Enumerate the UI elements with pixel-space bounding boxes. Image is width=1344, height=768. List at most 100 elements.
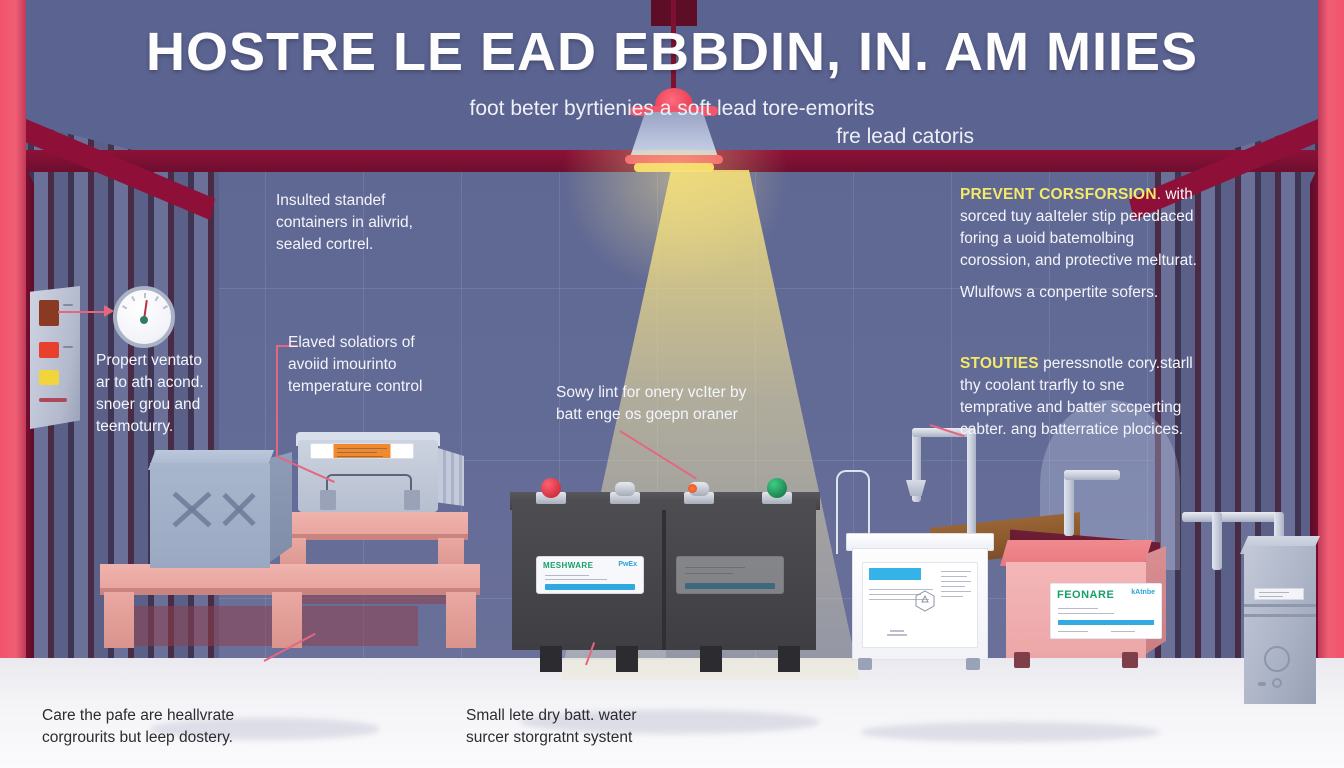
wall-grid-line xyxy=(559,168,560,688)
neutral-terminal-1-cap-icon xyxy=(615,482,635,496)
battery-label-title: MESHWARE xyxy=(543,561,594,570)
caption-center-line-1: Small lete dry batt. water xyxy=(466,707,637,724)
utility-cabinet xyxy=(1244,546,1316,704)
blue-crate xyxy=(150,463,270,568)
battery-foot xyxy=(404,490,420,510)
container-foot xyxy=(858,658,872,670)
bank-foot xyxy=(616,646,638,672)
lamp-glow-ring xyxy=(634,163,714,172)
bank-foot xyxy=(540,646,562,672)
corrosion-line-4: corossion, and protective melturat. xyxy=(960,252,1197,269)
ventilation-line-4: teemoturry. xyxy=(96,418,174,435)
wall-grid-line xyxy=(265,168,266,688)
corrosion-highlight: PREVENT CORSFORSION xyxy=(960,186,1157,203)
ventilation-line-1: Propert ventato xyxy=(96,352,202,369)
stouties-line-3: temprative and batter sccperting xyxy=(960,399,1182,416)
center-line-2: batt enge os goepn oraner xyxy=(556,406,738,423)
panel-marking xyxy=(63,304,73,306)
cabinet-label xyxy=(1254,588,1304,600)
overhead-pipe xyxy=(1182,512,1278,522)
corrosion-line-2: sorced tuy aaIteler stip peredaced xyxy=(960,208,1194,225)
warning-triangle-icon xyxy=(887,630,907,636)
insulated-containers-note: Insulted standef containers in alivrid, … xyxy=(276,190,496,256)
cabinet-marking xyxy=(1258,682,1266,686)
pink-crate-label-brand: kAtnbe xyxy=(1131,589,1155,596)
container-foot xyxy=(966,658,980,670)
positive-terminal-cap-icon xyxy=(541,478,561,498)
lamp-top-ring xyxy=(630,106,718,116)
lamp-shade xyxy=(629,112,719,160)
panel-marking xyxy=(63,346,73,348)
corrosion-line-3: foring a uoid batemolbing xyxy=(960,230,1135,247)
wall-pipe-elbow xyxy=(1064,470,1120,480)
pink-crate-lid xyxy=(1000,540,1152,566)
control-panel[interactable] xyxy=(30,286,80,429)
subtitle-line-1: foot beter byrtienies a soft lead tore-e… xyxy=(469,97,875,120)
elevated-line-3: temperature control xyxy=(288,378,423,395)
faucet-head-icon xyxy=(906,480,926,496)
blue-crate-side xyxy=(270,452,292,562)
wall-pipe xyxy=(1064,470,1074,536)
battery-label-brand: PwEx xyxy=(618,561,637,568)
stouties-line-4: cabter. ang batterratice plocices. xyxy=(960,421,1184,438)
storage-practices-note: STOUTIES peressnotle cory.starll thy coo… xyxy=(960,353,1280,441)
bank-foot xyxy=(778,646,800,672)
led-red-icon xyxy=(39,342,59,358)
pressure-gauge xyxy=(113,286,175,348)
proper-ventilation-note: Propert ventato ar to ath acond. snoer g… xyxy=(96,350,296,438)
corrosion-line-1: . with xyxy=(1156,186,1193,203)
elevated-line-2: avoiid imourinto xyxy=(288,356,397,373)
corrosion-line-5: Wlulfows a conpertite sofers. xyxy=(960,284,1159,301)
lamp-glow xyxy=(560,150,790,290)
terminal-highlight-dot xyxy=(688,484,697,493)
wall-grid-line xyxy=(363,168,364,688)
caption-center-line-2: surcer storgratnt systent xyxy=(466,728,633,746)
lamp-bottom-ring xyxy=(625,155,723,164)
downpipe xyxy=(967,428,976,548)
led-yellow-icon xyxy=(39,370,59,385)
cabinet-dial-icon xyxy=(1264,646,1290,672)
crate-foot xyxy=(1122,652,1138,668)
stouties-line-1: peressnotle cory.starll xyxy=(1043,355,1193,372)
led-brown-icon xyxy=(39,300,59,326)
page-title: HOSTRE LE EAD EBBDIN, IN. AM MIIES xyxy=(145,22,1199,82)
caption-left-line-2: corgrourits but leep dostery. xyxy=(42,728,233,746)
gray-battery-label xyxy=(310,443,414,459)
recycle-icon xyxy=(915,590,935,612)
elevated-solutions-note: Elaved solatiors of avoiid imourinto tem… xyxy=(288,332,508,398)
insulated-line-1: Insulted standef xyxy=(276,192,386,209)
pink-crate-label: FEONARE kAtnbe xyxy=(1050,583,1162,639)
ventilation-line-3: snoer grou and xyxy=(96,396,201,413)
battery-handle[interactable] xyxy=(326,474,412,490)
overhead-pipe-drop xyxy=(1212,512,1222,570)
battery-foot xyxy=(320,490,336,510)
bank-foot xyxy=(700,646,722,672)
page-subtitle: foot beter byrtienies a soft lead tore-e… xyxy=(0,95,1344,152)
elevated-line-1: Elaved solatiors of xyxy=(288,334,415,351)
lamp-cord xyxy=(671,0,676,100)
floor-caption-center: Small lete dry batt. water surcer storgr… xyxy=(466,705,766,748)
prevent-corrosion-note: PREVENT CORSFORSION. with sorced tuy aaI… xyxy=(960,184,1280,304)
center-line-1: Sowy lint for onery vcIter by xyxy=(556,384,747,401)
subtitle-line-2: fre lead catoris xyxy=(836,125,974,149)
floor-shadow xyxy=(520,710,820,734)
insulated-line-2: containers in alivrid, xyxy=(276,214,413,231)
cabinet-knob-icon[interactable] xyxy=(1272,678,1282,688)
left-edge-stripe xyxy=(0,0,26,768)
negative-terminal-cap-icon xyxy=(767,478,787,498)
pink-crate-label-title: FEONARE xyxy=(1057,589,1115,601)
floor-shadow xyxy=(860,722,1160,742)
crate-foot xyxy=(1014,652,1030,668)
wall-grid-line xyxy=(1049,168,1050,688)
led-slot-icon xyxy=(39,398,67,402)
floor-shadow xyxy=(150,718,380,740)
thin-tube xyxy=(836,470,870,554)
right-edge-stripe xyxy=(1318,0,1344,768)
insulated-line-3: sealed cortrel. xyxy=(276,236,374,253)
battery-bank-note: Sowy lint for onery vcIter by batt enge … xyxy=(556,382,816,426)
ventilation-line-2: ar to ath acond. xyxy=(96,374,204,391)
floor-caption-left: Care the pafe are heallvrate corgrourits… xyxy=(42,705,342,748)
battery-cell-label: MESHWARE PwEx xyxy=(536,556,644,594)
white-container-label xyxy=(862,562,978,648)
